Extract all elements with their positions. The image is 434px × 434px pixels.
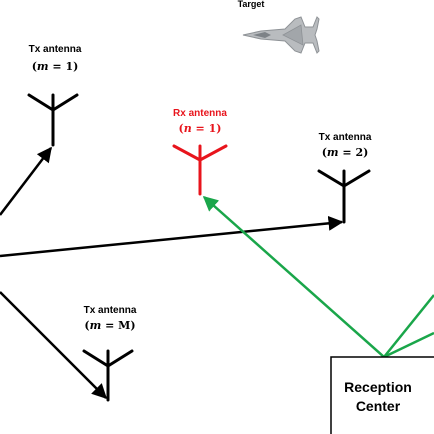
feed-line-tx2 xyxy=(0,215,344,258)
tx2-antenna-icon xyxy=(317,169,371,224)
aircraft-canopy xyxy=(253,32,271,38)
tx1-index: (m = 1) xyxy=(32,60,79,73)
rx-antenna-icon xyxy=(172,144,228,196)
rx-link-line xyxy=(202,196,385,358)
tx2-index: (m = 2) xyxy=(322,146,369,159)
rx-title: Rx antenna xyxy=(173,108,227,119)
txM-title: Tx antenna xyxy=(84,305,137,316)
rx-link-line-2 xyxy=(383,294,434,358)
rx-index: (n = 1) xyxy=(179,122,222,135)
txM-antenna-icon xyxy=(82,349,134,402)
tx2-title: Tx antenna xyxy=(319,132,372,143)
feed-line-tx1 xyxy=(0,146,52,216)
feed-line-txM xyxy=(0,291,108,400)
aircraft-wing-detail xyxy=(282,24,304,46)
target-label: Target xyxy=(238,0,265,9)
rx-link-line-3 xyxy=(383,331,434,359)
tx1-title: Tx antenna xyxy=(29,44,82,55)
reception-center-line2: Center xyxy=(356,398,401,414)
txM-index: (m = M) xyxy=(84,319,135,332)
target-aircraft-icon xyxy=(242,16,320,54)
reception-center-line1: Reception xyxy=(344,379,412,395)
tx1-antenna-icon xyxy=(27,93,79,147)
reception-center-box xyxy=(330,356,434,434)
